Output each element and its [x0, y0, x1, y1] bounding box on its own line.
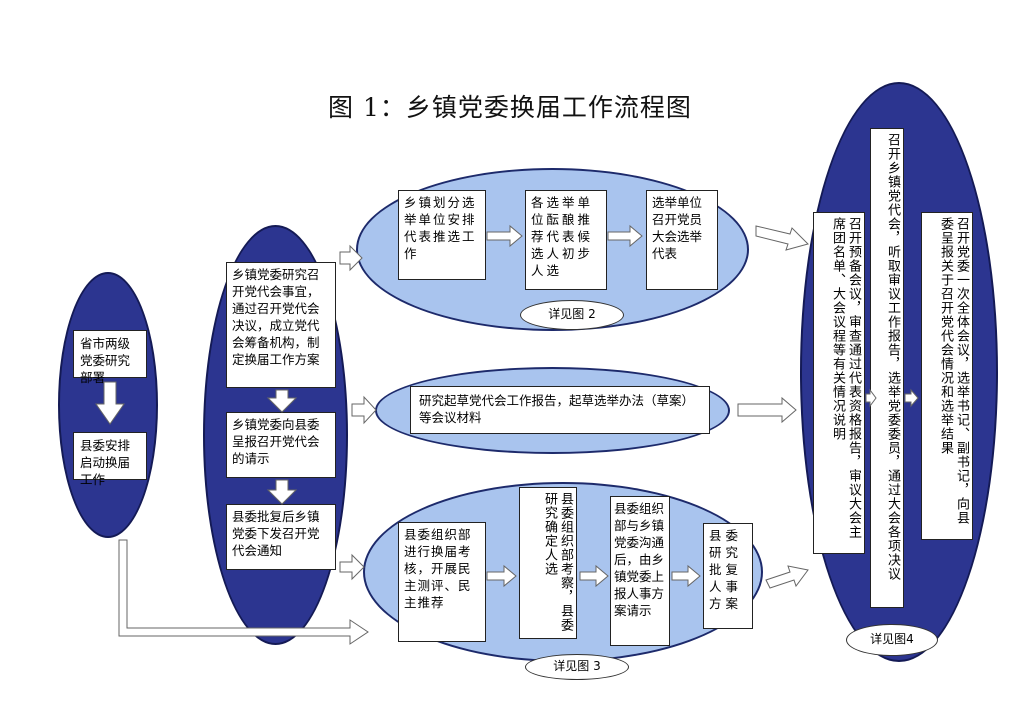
arrow-congress-to-plenary [904, 388, 919, 408]
see-fig4-label: 详见图4 [846, 624, 938, 656]
arrow-to-bottom [339, 553, 365, 581]
box-county-start: 县委安排启动换届工作 [73, 432, 147, 487]
arrow-bottom-feed [118, 539, 369, 645]
box-recommend: 各选举单位酝酿推荐代表候选人初步人选 [525, 190, 607, 290]
arrow-to-middle [351, 395, 377, 425]
box-prep-meeting: 召开预备会议，审查通过代表资格报告，审议大会主席团名单、大会议程等有关情况说明 [813, 212, 865, 554]
box-plenary: 召开党委一次全体会议，选举书记、副书记，向县委呈报关于召开党代会情况和选举结果 [921, 212, 973, 540]
arrow-province-down [95, 381, 125, 425]
see-fig2-label: 详见图 2 [520, 300, 624, 330]
page-title: 图 1：乡镇党委换届工作流程图 [328, 93, 692, 122]
box-study: 乡镇党委研究召开党代会事宜，通过召开党代会决议，成立党代会筹备机构，制定换届工作… [226, 262, 336, 388]
box-communicate: 县委组织部与乡镇党委沟通后，由乡镇党委上报人事方案请示 [610, 496, 670, 646]
arrow-report-down [266, 479, 298, 505]
box-congress: 召开乡镇党代会，听取审议工作报告，选举党委委员，通过大会各项决议 [870, 128, 904, 608]
box-party-meeting: 选举单位召开党员大会选举代表 [646, 190, 718, 290]
arrow-to-top [339, 244, 363, 272]
arrow-study-down [266, 389, 298, 413]
box-draft: 研究起草党代会工作报告，起草选举办法（草案）等会议材料 [410, 386, 710, 434]
arrow-bottom-2 [579, 564, 609, 588]
box-approve: 县委批复后乡镇党委下发召开党代会通知 [226, 504, 336, 570]
box-divide-units: 乡镇划分选举单位安排代表推选工作 [398, 190, 486, 280]
arrow-top-to-right [755, 225, 809, 251]
box-report-county: 乡镇党委向县委呈报召开党代会的请示 [226, 412, 336, 478]
box-inspect: 县委组织部考察，县委研究确定人选 [519, 487, 577, 639]
arrow-middle-to-right [737, 396, 797, 424]
arrow-bottom-to-right [765, 565, 809, 589]
box-province: 省市两级党委研究部署 [73, 330, 147, 385]
box-approve-personnel: 县委研究批复人事方案 [703, 523, 753, 629]
arrow-prep-to-congress [865, 388, 877, 408]
arrow-top-1 [486, 224, 523, 248]
box-assess: 县委组织部进行换届考核，开展民主测评、民主推荐 [398, 522, 486, 642]
arrow-bottom-3 [671, 564, 701, 588]
see-fig3-label: 详见图 3 [525, 654, 629, 680]
arrow-bottom-1 [486, 564, 517, 588]
arrow-top-2 [607, 224, 643, 248]
